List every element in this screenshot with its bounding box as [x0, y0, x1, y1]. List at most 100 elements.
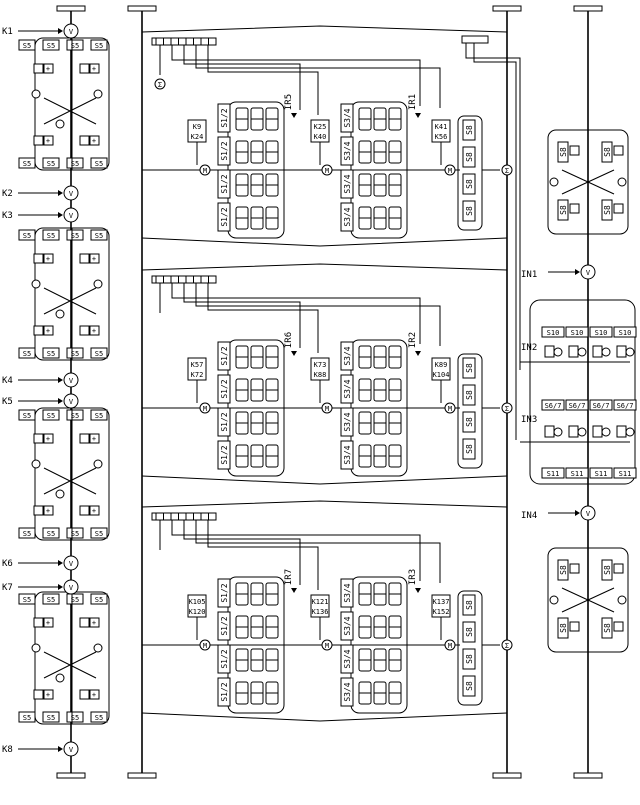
left-module-4-s5-top-2: [66, 593, 84, 605]
left-module-2-s5-bottom-0-label: S5: [23, 350, 31, 358]
right-hub-row-a-cell-2: [592, 345, 603, 358]
left-module-1-s5-bottom-1-label: S5: [47, 160, 55, 168]
row-3-k-box-1-top: K105: [189, 598, 206, 606]
right-v-node-0: [580, 264, 596, 280]
left-module-2-cross-b: [43, 287, 97, 315]
right-hub-row-b-cell-0: [544, 425, 555, 438]
left-module-3-cell-mark-3: +: [92, 507, 96, 515]
left-module-2-cell-mark-1: +: [92, 255, 96, 263]
row-1-s12-block-label-4: [217, 202, 231, 232]
row-2-s34-block-label-4-label: S3/4: [343, 445, 352, 464]
left-module-3-s5-top-3-label: S5: [95, 412, 103, 420]
right-module-bottom-frame: [547, 547, 629, 653]
left-module-3-cell-a-3: [79, 505, 90, 516]
left-module-2-cell-mark-3: +: [92, 327, 96, 335]
right-module-bottom-regulator-a: [549, 595, 559, 605]
left-module-4-s5-top-1-label: S5: [47, 596, 55, 604]
left-module-1-s5-top-2: [66, 39, 84, 51]
right-hub-frame: [529, 299, 636, 485]
right-hub-row-a-cell-0: [544, 345, 555, 358]
left-module-1-cell-mark-3: +: [92, 137, 96, 145]
right-module-top-s8-2-label: S8: [559, 205, 568, 215]
right-module-top-s8-3: [601, 199, 613, 221]
left-module-3-cell-a-2: [33, 505, 44, 516]
row-2-m-node-2-label: M: [325, 405, 329, 413]
left-v-node-7: [63, 579, 79, 595]
row-3-m-node-1-label: M: [203, 642, 207, 650]
right-hub-s67-3: [589, 399, 613, 411]
row-2-k-box-2-top: K73: [314, 361, 327, 369]
right-hub-row-b-cell-3: [616, 425, 627, 438]
right-hub-s10-2-label: S10: [571, 329, 584, 337]
top-right-bus-wire-2: [473, 43, 517, 440]
row-2-s8-2: [462, 384, 476, 406]
row-1-k-box-3-top: K41: [435, 123, 448, 131]
left-input-label-7: K7: [2, 583, 13, 593]
right-module-top-regulator-b: [617, 177, 627, 187]
row-1-s12-block-label-3-label: S1/2: [220, 174, 229, 193]
row-3-k-box-2-bottom: K136: [312, 608, 329, 616]
row-1-s12-block-label-1-label: S1/2: [220, 108, 229, 127]
left-module-1-s5-top-1: [42, 39, 60, 51]
right-hub-s11-3: [589, 467, 613, 479]
right-module-bottom-s8-2-label: S8: [559, 623, 568, 633]
left-v-node-6: [63, 555, 79, 571]
row-2-bus-bar: [151, 275, 217, 284]
row-3-s34-block-label-3-label: S3/4: [343, 649, 352, 668]
right-module-bottom-cell-3: [613, 621, 624, 632]
rail-third-cap-top: [492, 5, 522, 12]
right-module-top-s8-1: [601, 141, 613, 163]
left-module-4-cell-a-0: [33, 617, 44, 628]
left-module-4-cell-mark-0: +: [46, 619, 50, 627]
row-3-s12-block-label-4: [217, 677, 231, 707]
row-1-m-node-3-label: M: [448, 167, 452, 175]
left-module-3-cross-b: [43, 467, 97, 495]
left-module-4-cell-mark-2: +: [46, 691, 50, 699]
row-3-s34-block-label-4: [340, 677, 354, 707]
row-2-s12-block-label-1-label: S1/2: [220, 346, 229, 365]
right-hub-s11-4-label: S11: [619, 470, 632, 478]
left-module-2-s5-bottom-0: [18, 347, 36, 359]
row-1-s8-1-label: S8: [465, 125, 474, 135]
right-module-bottom-s8-1-label: S8: [603, 565, 612, 575]
left-module-2-s5-top-3-label: S5: [95, 232, 103, 240]
row-3-k-box-1-bottom: K120: [189, 608, 206, 616]
right-module-bottom-regulator-b: [617, 595, 627, 605]
row-1-s34-block-label-3: [340, 169, 354, 199]
row-1-ir-label-1: IR5: [284, 94, 294, 110]
left-input-label-3: K3: [2, 211, 13, 221]
left-module-4-cell-b-3: [89, 689, 100, 700]
left-module-1-cell-a-3: [79, 135, 90, 146]
rail-right-cap-bottom: [573, 772, 603, 779]
left-input-arrow-7: [58, 584, 63, 590]
row-3-s8-2-label: S8: [465, 627, 474, 637]
right-hub-row-a-cell-1: [568, 345, 579, 358]
left-module-3-cell-a-0: [33, 433, 44, 444]
left-module-1-s5-top-1-label: S5: [47, 42, 55, 50]
left-module-2-s5-bottom-3: [90, 347, 108, 359]
left-module-1-cell-a-0: [33, 63, 44, 74]
row-3-sum-node: [501, 639, 513, 651]
row-2-sum-node-label: Σ: [505, 405, 509, 413]
left-v-node-4-label: V: [69, 377, 74, 385]
left-module-3-s5-bottom-0: [18, 527, 36, 539]
row-2-s12-block-label-2: [217, 374, 231, 404]
left-module-3-s5-bottom-1-label: S5: [47, 530, 55, 538]
row-2-k-box-1-bottom: K72: [191, 371, 204, 379]
row-3-outline-top: [141, 500, 508, 508]
row-1-s8-3-label: S8: [465, 179, 474, 189]
row-1-s34-block-label-1: [340, 103, 354, 133]
row-2-s12-block-label-3-label: S1/2: [220, 412, 229, 431]
right-hub-s10-4-label: S10: [619, 329, 632, 337]
left-module-2-s5-bottom-2: [66, 347, 84, 359]
left-module-2-s5-top-0-label: S5: [23, 232, 31, 240]
left-module-2-cell-b-2: [43, 325, 54, 336]
left-module-3-cell-mark-0: +: [46, 435, 50, 443]
left-module-2-s5-bottom-1-label: S5: [47, 350, 55, 358]
row-3-s8-3-label: S8: [465, 654, 474, 664]
row-3-s34-block-label-2: [340, 611, 354, 641]
row-1-outline-bottom: [141, 237, 508, 247]
left-module-4-s5-top-3: [90, 593, 108, 605]
row-1-sum-node-label: Σ: [505, 167, 509, 175]
right-module-bottom-cell-2: [569, 621, 580, 632]
